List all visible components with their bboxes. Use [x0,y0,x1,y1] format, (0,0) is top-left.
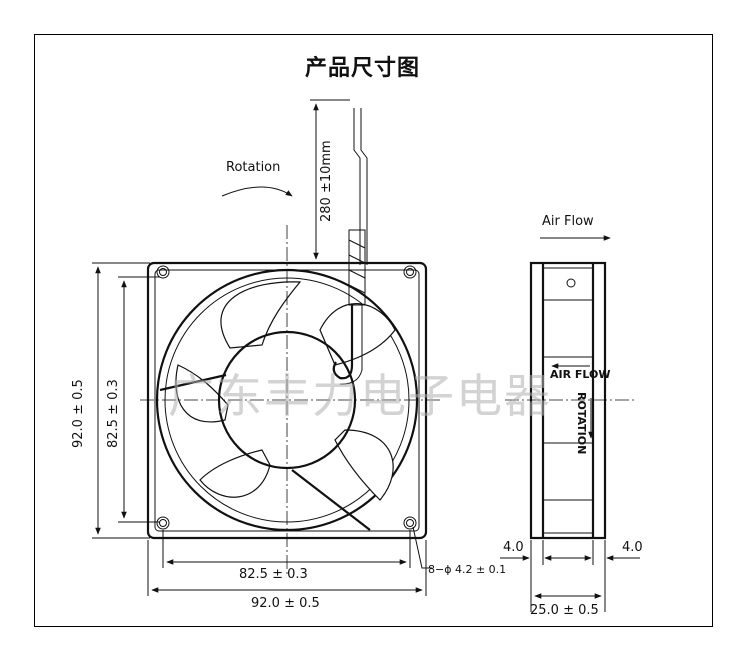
strut [159,373,371,531]
air-flow-label: Air Flow [542,214,594,229]
side-view: Air Flow AIR FLOW ROTATION 4.0 4.0 25.0 … [500,214,643,618]
rotation-label: Rotation [226,160,280,175]
page-title: 产品尺寸图 [304,56,420,81]
side-frame [529,261,607,540]
hole-spec-label: 8−ϕ 4.2 ± 0.1 [428,563,506,576]
width-outer-label: 92.0 ± 0.5 [251,596,320,611]
fan-blade-icon [175,281,396,501]
mounting-hole-icon [156,265,417,530]
side-hole-icon [566,278,576,288]
side-rotation-label: ROTATION [575,392,588,454]
watermark: 广东丰力电子电器 [168,369,552,423]
cable [332,108,368,385]
flange-left-label: 4.0 [503,540,524,555]
width-dimensions: 82.5 ± 0.3 92.0 ± 0.5 8−ϕ 4.2 ± 0.1 [147,526,506,611]
rotation-arrow-icon [221,186,293,197]
cable-length-dimension: 280 ±10mm [310,99,350,264]
cable-length-label: 280 ±10mm [319,140,334,222]
height-outer-label: 92.0 ± 0.5 [71,379,86,448]
drawing-frame [34,34,713,627]
width-hole-label: 82.5 ± 0.3 [239,567,308,582]
height-hole-label: 82.5 ± 0.3 [106,379,121,448]
depth-label: 25.0 ± 0.5 [530,603,599,618]
front-view: Rotation [140,108,440,575]
flange-right-label: 4.0 [622,540,643,555]
height-dimensions: 92.0 ± 0.5 82.5 ± 0.3 [71,262,160,539]
side-air-flow-label: AIR FLOW [550,368,611,381]
